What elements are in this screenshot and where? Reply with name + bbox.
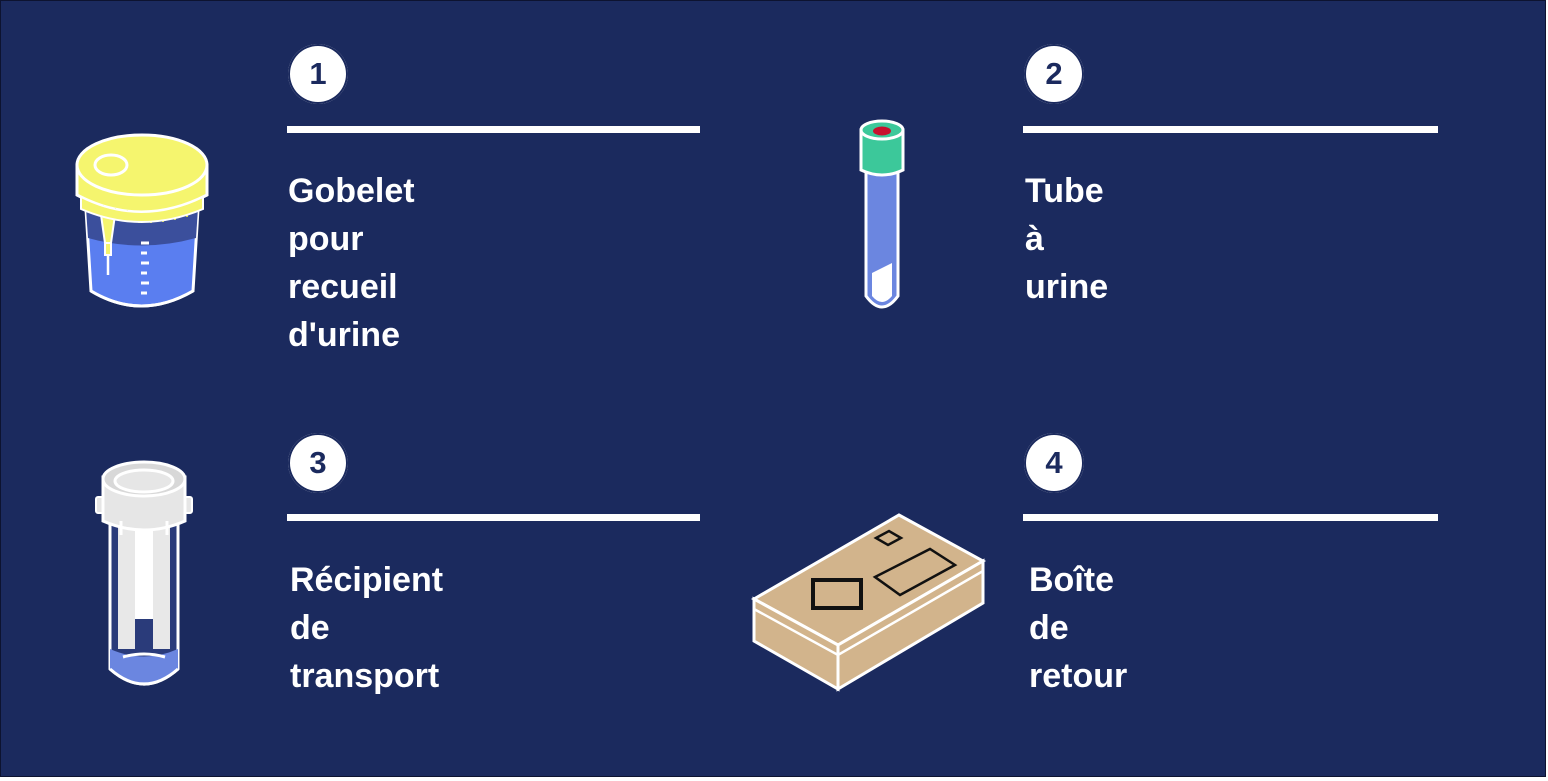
item-label-line: Boîte de retour — [1029, 561, 1128, 695]
step-number-badge: 1 — [288, 44, 348, 104]
item-label-line: Tube à urine — [1025, 172, 1109, 306]
item-label-line: d'urine — [288, 316, 400, 354]
divider-line — [1023, 126, 1438, 133]
item-label: Gobelet pour recueil d'urine — [288, 167, 415, 359]
divider-line — [287, 126, 700, 133]
divider-line — [287, 514, 700, 521]
step-number-badge: 3 — [288, 433, 348, 493]
item-label: Récipient de transport — [290, 556, 443, 700]
item-label: Boîte de retour — [1029, 556, 1127, 700]
urine-cup-icon — [75, 133, 209, 308]
urine-tube-icon — [859, 119, 905, 309]
item-label-line: Gobelet pour recueil — [288, 172, 415, 306]
step-number-badge: 2 — [1024, 44, 1084, 104]
divider-line — [1023, 514, 1438, 521]
return-box-icon — [750, 513, 987, 692]
item-label: Tube à urine — [1025, 167, 1108, 311]
transport-container-icon — [95, 460, 193, 686]
step-number-badge: 4 — [1024, 433, 1084, 493]
item-label-line: Récipient de transport — [290, 561, 444, 695]
